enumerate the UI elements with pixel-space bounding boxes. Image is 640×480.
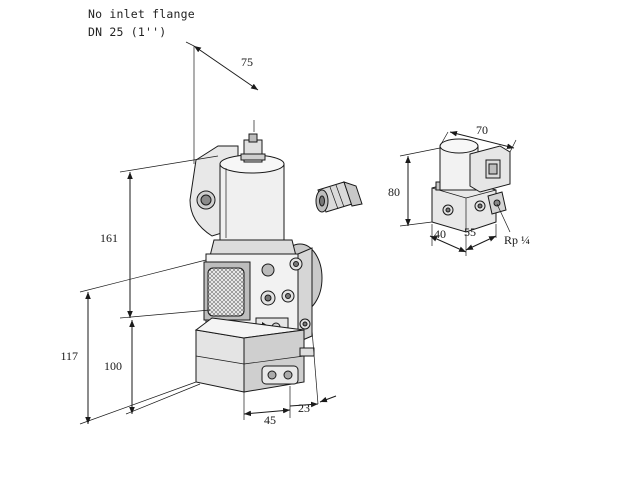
detail-solenoid-valve [431, 138, 511, 233]
cable-gland [315, 181, 363, 213]
detail-dimension-lines [399, 130, 517, 256]
dim-70: 70 [476, 123, 488, 137]
dim-161: 161 [100, 231, 118, 245]
dim-45: 45 [264, 413, 276, 427]
dim-100: 100 [104, 359, 122, 373]
dim-23: 23 [298, 401, 310, 415]
actuator-front [195, 329, 245, 393]
dim-75: 75 [241, 55, 253, 69]
solenoid-coil [219, 163, 285, 241]
inlet-screen [207, 267, 245, 317]
actuator-port-plate [261, 365, 299, 385]
note-dn-size: DN 25 (1'') [88, 25, 167, 39]
dim-40: 40 [434, 227, 446, 241]
note-no-inlet-flange: No inlet flange [88, 7, 195, 21]
dim-55: 55 [464, 225, 476, 239]
port-1 [261, 263, 275, 277]
pressure-tap [299, 347, 315, 357]
main-valve-assembly [189, 133, 323, 393]
dim-thread-rp: Rp ¼ [504, 233, 530, 247]
dim-117: 117 [60, 349, 78, 363]
dimension-lines [79, 41, 337, 425]
dim-80: 80 [388, 185, 400, 199]
